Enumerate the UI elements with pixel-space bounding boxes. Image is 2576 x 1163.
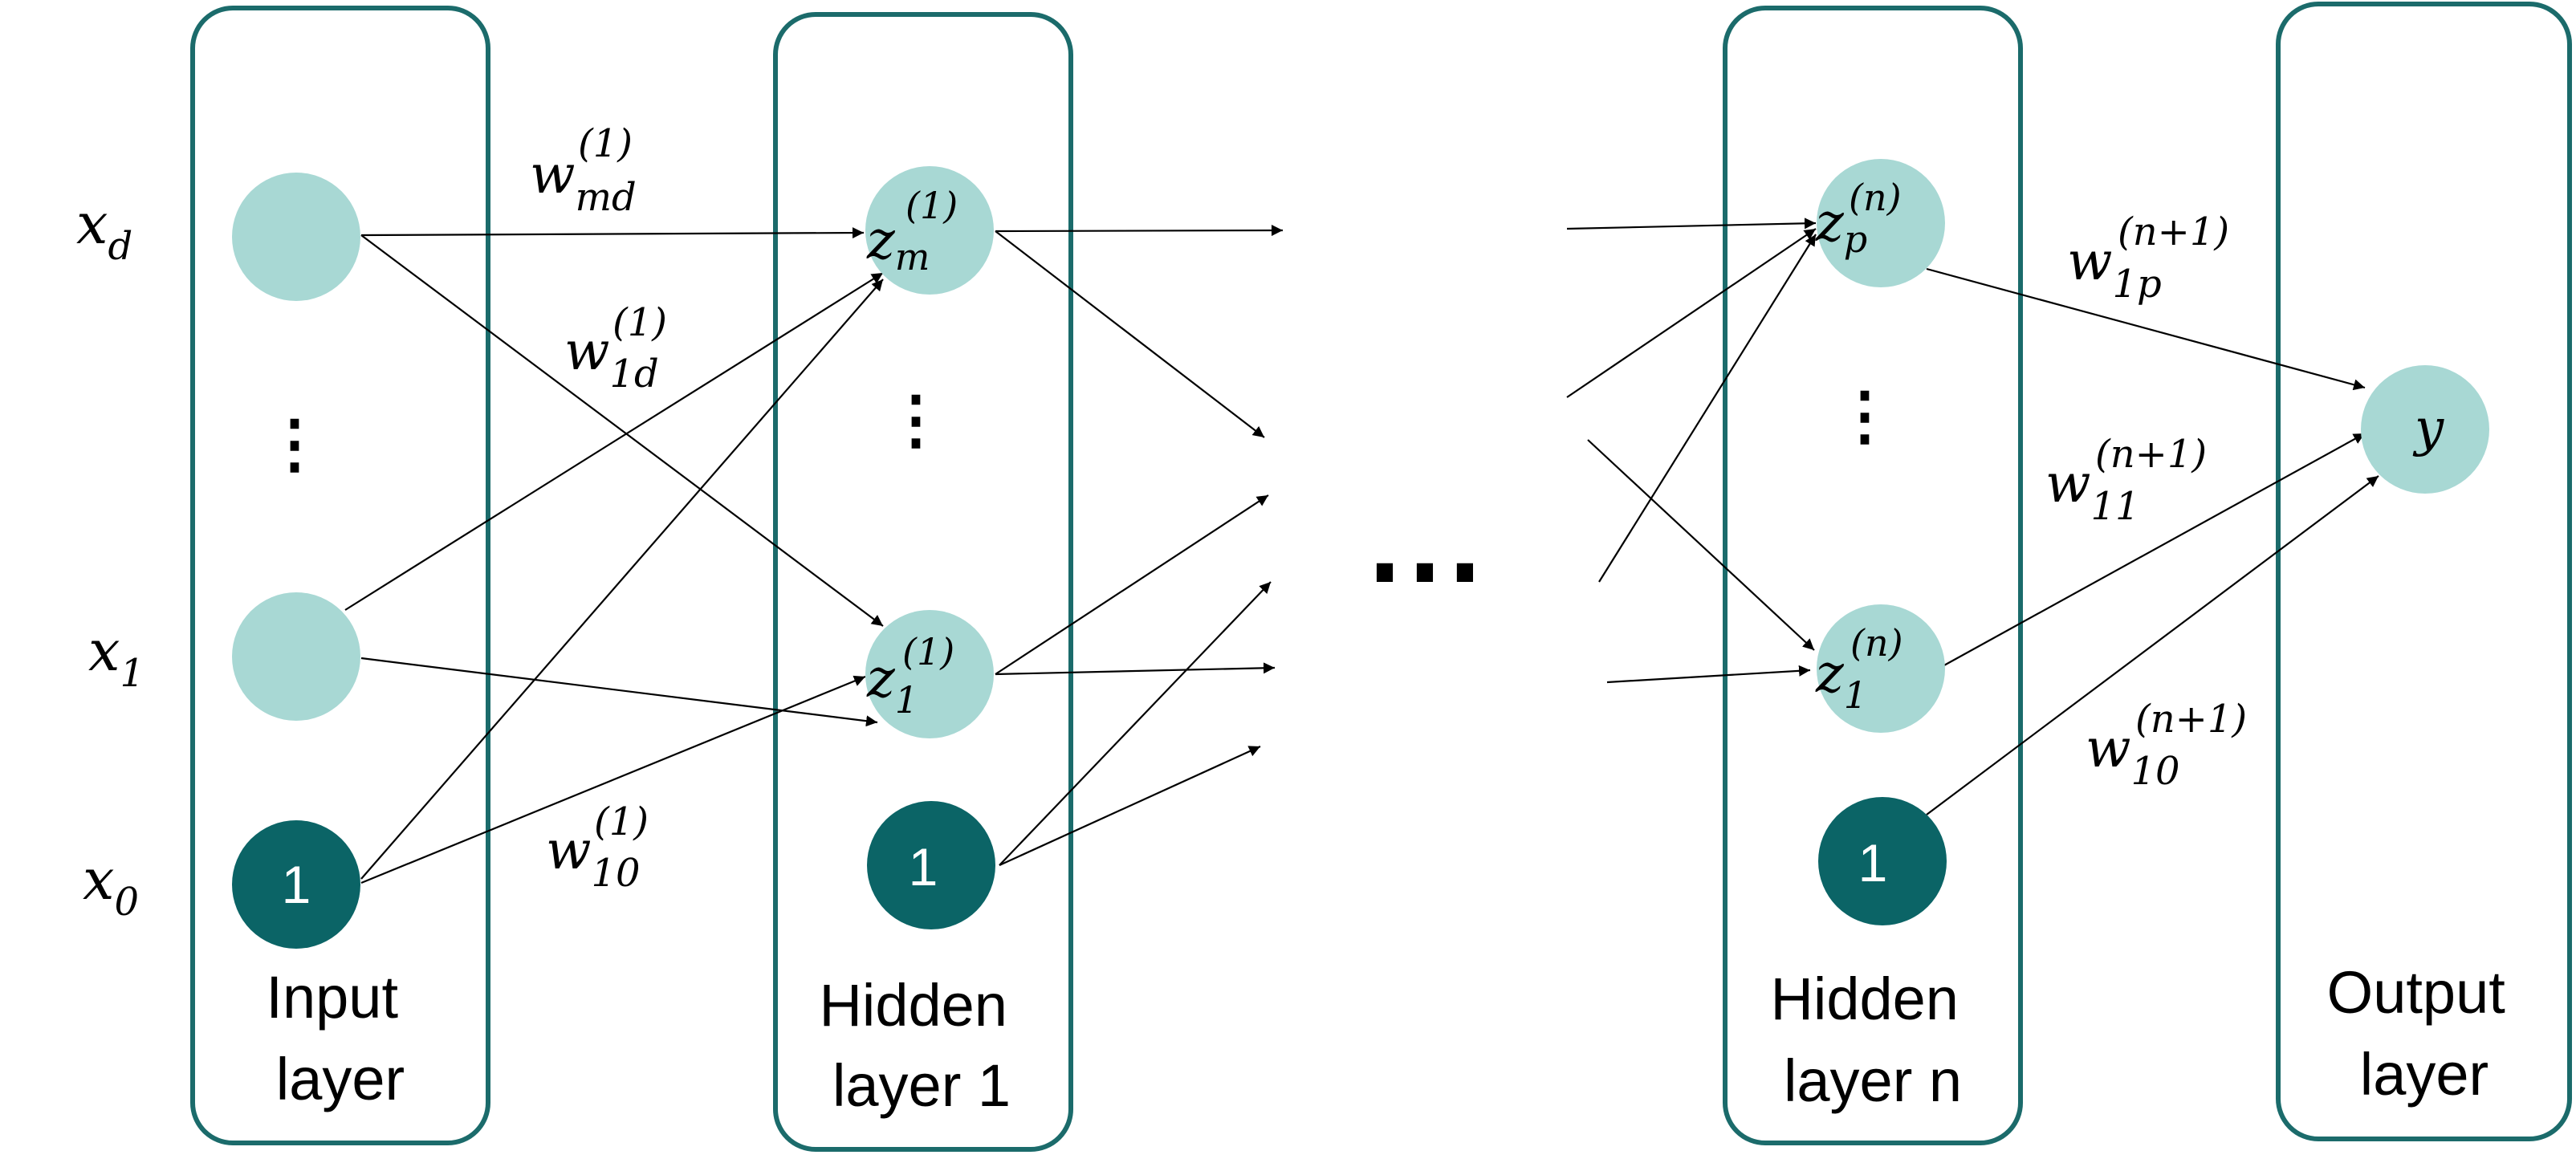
output-node-y — [2361, 365, 2489, 494]
weight-label-w1d1: w1d(1) — [564, 300, 667, 396]
weight-label-w101: w10(1) — [546, 799, 649, 896]
hidden-layer-n-box — [1723, 6, 2023, 1145]
hiddenN-vertical-ellipsis: ⋮ — [1833, 380, 1897, 451]
edge-z1-out-2 — [995, 662, 1276, 676]
edge-z1-out-1 — [995, 494, 1269, 675]
input-node-x1 — [232, 592, 360, 721]
hidden1-node-zm — [865, 166, 994, 295]
output-layer-label: Output layer — [2327, 959, 2522, 1108]
hidden-layer-n-label: Hidden layer n — [1770, 966, 1975, 1114]
middle-ellipsis: ⋯ — [1365, 501, 1485, 636]
edges-into-hiddenN — [1566, 218, 1817, 684]
edge-in-zp-1 — [1566, 218, 1817, 230]
weight-label-w10: w10(n+1) — [2086, 697, 2247, 794]
node-label-z1n: z1(n) — [1815, 621, 1903, 717]
input-bias-node — [232, 820, 360, 949]
node-label-z11: z1(1) — [866, 630, 954, 722]
node-label-zm1: zm(1) — [866, 184, 958, 279]
weight-label-w11: w11(n+1) — [2045, 432, 2207, 529]
hiddenN-bias-label: 1 — [1858, 833, 1888, 893]
hidden1-bias-label: 1 — [909, 837, 938, 897]
edge-x0-z1 — [360, 675, 866, 884]
edge-b1-out-2 — [999, 745, 1261, 867]
node-label-zpn: zp(n) — [1815, 176, 1902, 261]
edge-in-zp-3 — [1598, 234, 1817, 583]
hidden1-node-z1 — [865, 610, 994, 738]
input-layer-box — [190, 6, 490, 1145]
input-vertical-ellipsis: ⋮ — [262, 408, 327, 479]
hidden-layer-1-box — [773, 12, 1073, 1152]
edge-in-z1-1 — [1587, 439, 1815, 651]
edge-xd-z1 — [360, 234, 884, 627]
input-bias-label: 1 — [282, 855, 311, 914]
edge-bn-y — [1926, 475, 2379, 815]
hidden-layer-1-label: Hidden layer 1 — [819, 972, 1023, 1119]
input-layer-label: Input layer — [266, 964, 414, 1112]
weight-label-wmd1: wmd(1) — [530, 121, 637, 220]
edges-hidden1-outward — [995, 225, 1284, 867]
edge-x1-zm — [344, 272, 884, 611]
edge-xd-zm — [360, 227, 865, 239]
hiddenN-node-zp — [1817, 159, 1945, 287]
edge-z1-y — [1942, 433, 2366, 667]
output-layer-box — [2276, 2, 2572, 1141]
input-label-x1: x1 — [88, 618, 144, 696]
edges-hiddenN-to-output — [1926, 267, 2379, 815]
edge-x0-zm — [360, 279, 884, 880]
edge-zp-y — [1926, 267, 2366, 391]
edge-zm-out-1 — [995, 225, 1284, 237]
hidden1-vertical-ellipsis: ⋮ — [884, 384, 948, 455]
input-label-x0: x0 — [83, 847, 139, 925]
hidden1-bias-node — [867, 801, 995, 929]
edge-zm-out-2 — [995, 230, 1265, 438]
input-label-xd: xd — [76, 191, 132, 269]
edge-in-zp-2 — [1566, 228, 1817, 398]
weight-label-w1p: w1p(n+1) — [2067, 209, 2229, 307]
input-node-xd — [232, 173, 360, 301]
edge-x1-z1 — [360, 657, 878, 727]
output-node-label: y — [2412, 399, 2444, 458]
edge-b1-out-1 — [999, 581, 1272, 866]
edge-in-z1-2 — [1606, 665, 1811, 684]
hiddenN-bias-node — [1818, 797, 1947, 925]
hiddenN-node-z1 — [1817, 604, 1945, 733]
edges-input-to-hidden1 — [344, 227, 884, 884]
